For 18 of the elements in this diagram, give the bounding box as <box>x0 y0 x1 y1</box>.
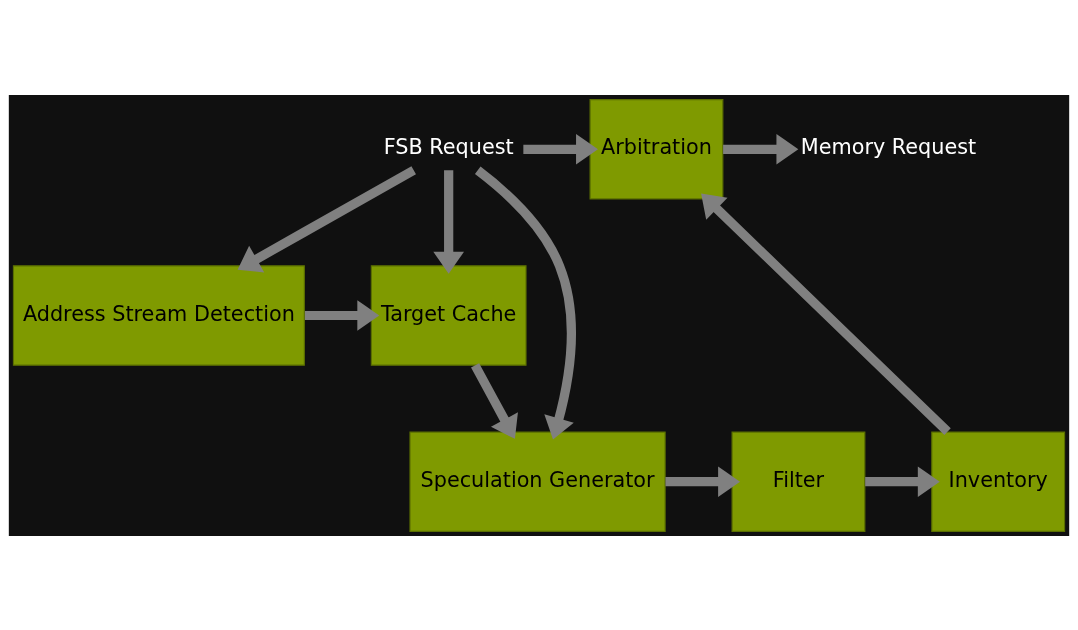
arrow <box>723 133 799 165</box>
node-box: Target Cache <box>370 264 527 366</box>
node-box: Inventory <box>931 431 1066 532</box>
arrow <box>701 193 951 435</box>
arrow <box>665 465 741 497</box>
node-box: Arbitration <box>589 98 724 199</box>
node-text: Memory Request <box>800 134 977 159</box>
node-text: FSB Request <box>383 134 514 159</box>
node-box: Filter <box>731 431 866 532</box>
node-box: Speculation Generator <box>409 431 666 532</box>
arrow <box>304 299 380 331</box>
arrow <box>471 362 518 439</box>
node-box: Address Stream Detection <box>12 264 305 366</box>
arrow <box>433 169 464 274</box>
arrow <box>523 133 598 165</box>
arrow <box>474 166 576 440</box>
arrow <box>237 165 416 272</box>
arrow <box>865 465 940 497</box>
